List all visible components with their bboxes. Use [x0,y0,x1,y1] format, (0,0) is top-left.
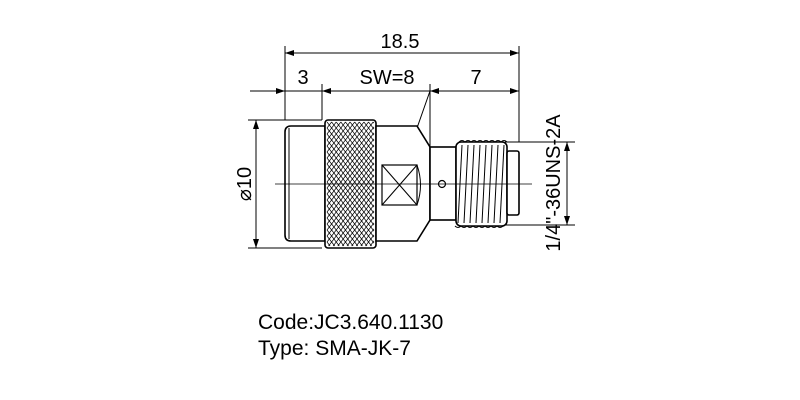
knurl-line [363,121,375,136]
knurl-line [326,223,345,247]
knurl-line [351,216,375,247]
knurl-line [326,121,351,153]
arrowheads [253,50,570,248]
arrowhead [510,50,519,56]
thread-crest [484,225,492,228]
thread-crest [496,225,504,228]
knurl-line [326,121,360,165]
thread-crest [476,140,484,143]
knurl-line [326,121,369,177]
knurl-line [326,156,375,219]
knurl-line [326,121,346,147]
hex-body [375,125,431,242]
dim-overall-length: 18.5 [381,31,420,53]
front-sleeve [284,125,326,242]
dim-thread-length: 7 [470,67,481,89]
knurl-line [326,138,375,201]
dim-wrench-size: SW=8 [359,67,414,89]
knurl-line [355,222,375,247]
product-type: Type: SMA-JK-7 [258,337,411,360]
knurl-line [326,174,375,237]
dim-front-length: 3 [297,67,308,89]
thread-crest [470,140,478,143]
arrowhead [285,50,294,56]
arrowhead [510,88,519,94]
knurl-line [326,229,340,247]
thread-crest [454,225,462,228]
arrowhead [253,239,259,248]
thread-crest [478,225,486,228]
knurl-line [360,228,375,247]
knurl-line [328,186,375,247]
knurl-line [326,180,375,243]
knurl-line [326,121,374,183]
thread-crest [500,140,508,143]
knurl-line [326,168,375,231]
knurl-line [326,211,354,247]
wrench-flat [381,164,418,206]
knurl-line [326,162,375,225]
arrowhead [322,88,331,94]
knurl-line [342,204,375,247]
thread-crest [488,140,496,143]
arrowhead [276,88,285,94]
knurl-line [332,192,375,247]
knurl-line [326,241,331,247]
knurl-line [326,121,365,171]
arrowhead [564,142,570,151]
thread-crest [472,225,480,228]
thread-crest [460,225,468,228]
knurl-line [326,187,372,247]
knurl-line [326,121,337,135]
knurl-line [349,121,375,154]
knurl-line [326,121,342,141]
thread-crest [482,140,490,143]
arrowhead [564,216,570,225]
thread-crest [464,140,472,143]
tip [506,150,520,216]
dim-thread-spec: 1/4"-36UNS-2A [543,114,565,252]
product-code: Code:JC3.640.1130 [258,311,444,334]
knurl-line [326,144,375,207]
knurl-pattern [326,121,375,247]
knurl-line [369,240,375,247]
knurl-line [326,235,335,247]
arrowhead [253,120,259,129]
thread-crest [494,140,502,143]
thread-crest [458,140,466,143]
knurl-line [326,193,368,247]
knurl-line [326,205,359,247]
knurl-line [346,210,375,247]
knurl-line [337,198,375,247]
thread-crest [490,225,498,228]
knurl-line [326,150,375,213]
dim-diameter: ⌀10 [234,167,256,201]
knurl-line [365,234,375,247]
thread-crest [466,225,474,228]
knurl-line [326,121,355,159]
knurl-line [335,121,375,172]
knurl-line [326,217,349,247]
knurl-line [326,199,363,247]
extension-lines [248,46,575,249]
arrowhead [430,88,439,94]
knurl-line [326,121,332,129]
knurl-line [326,126,375,189]
